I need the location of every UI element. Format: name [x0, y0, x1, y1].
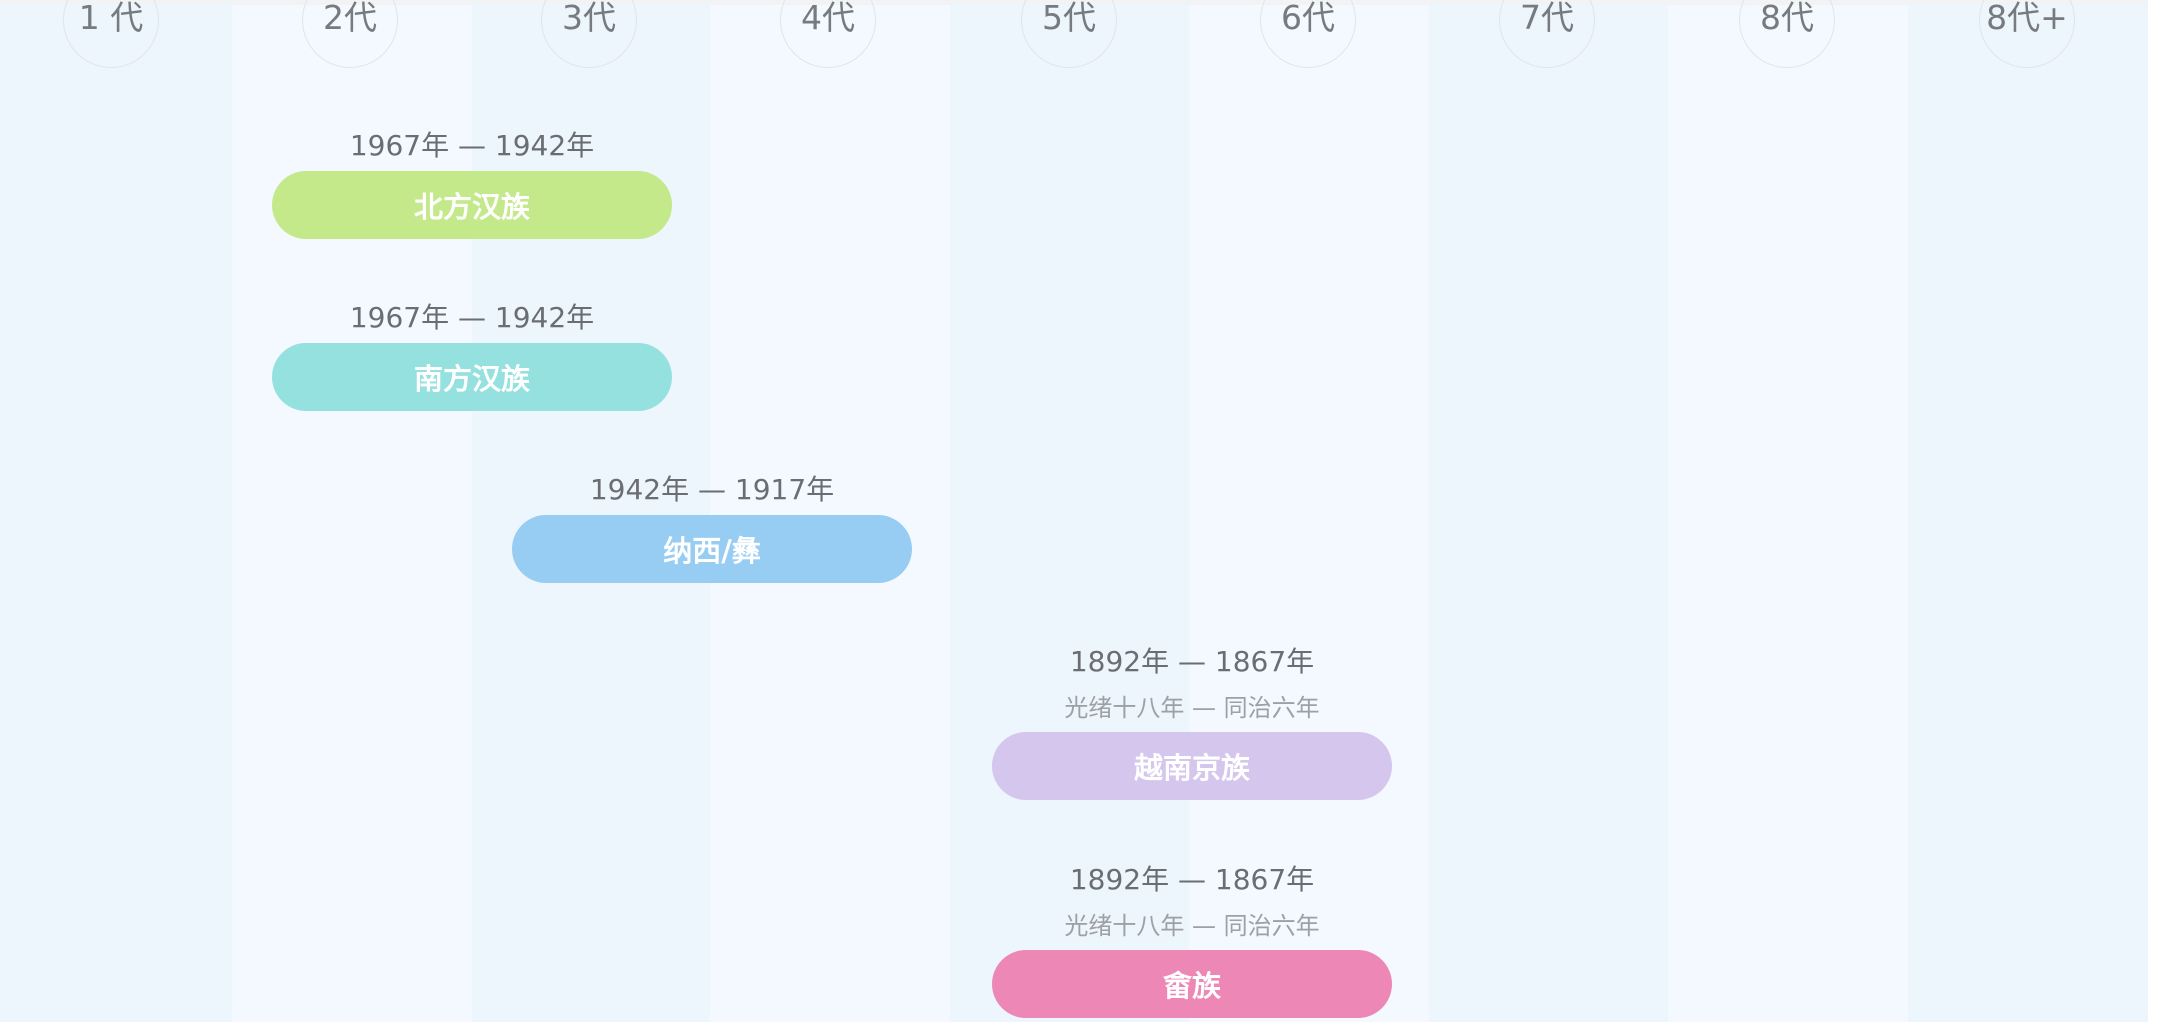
ethnicity-pill-naxi-yi[interactable]: 纳西/彝 — [512, 515, 912, 583]
ethnicity-pill-vietnam-kinh[interactable]: 越南京族 — [992, 732, 1392, 800]
generation-column-7: 7代 — [1429, 0, 1668, 1022]
year-range: 1892年 — 1867年 — [1069, 645, 1315, 678]
year-range: 1892年 — 1867年 — [1069, 863, 1315, 896]
generation-column-5: 5代 — [950, 0, 1189, 1022]
generation-marker-7: 7代 — [1499, 0, 1595, 68]
timeline-entry: 1967年 — 1942年 南方汉族 — [272, 296, 672, 411]
generation-marker-2: 2代 — [302, 0, 398, 68]
timeline-entry: 1892年 — 1867年 光绪十八年 — 同治六年 畲族 — [992, 858, 1392, 1018]
generation-marker-8: 8代 — [1739, 0, 1835, 68]
generation-marker-8-plus: 8代+ — [1979, 0, 2075, 68]
generation-marker-3: 3代 — [541, 0, 637, 68]
year-range: 1942年 — 1917年 — [589, 473, 835, 506]
ethnicity-pill-she[interactable]: 畲族 — [992, 950, 1392, 1018]
generation-column-6: 6代 — [1189, 0, 1429, 1022]
generation-marker-4: 4代 — [780, 0, 876, 68]
ethnicity-pill-south-han[interactable]: 南方汉族 — [272, 343, 672, 411]
generation-column-1: 1 代 — [0, 0, 232, 1022]
generation-marker-6: 6代 — [1260, 0, 1356, 68]
generation-column-8: 8代 — [1668, 0, 1908, 1022]
generation-column-8-plus: 8代+ — [1908, 0, 2148, 1022]
timeline-entry: 1892年 — 1867年 光绪十八年 — 同治六年 越南京族 — [992, 640, 1392, 800]
generation-column-4: 4代 — [710, 0, 950, 1022]
timeline-entry: 1942年 — 1917年 纳西/彝 — [512, 468, 912, 583]
generation-marker-5: 5代 — [1021, 0, 1117, 68]
year-range: 1967年 — 1942年 — [349, 301, 595, 334]
generation-marker-1: 1 代 — [63, 0, 159, 68]
year-range: 1967年 — 1942年 — [349, 129, 595, 162]
reign-range: 光绪十八年 — 同治六年 — [1064, 912, 1320, 940]
timeline-entry: 1967年 — 1942年 北方汉族 — [272, 124, 672, 239]
reign-range: 光绪十八年 — 同治六年 — [1064, 694, 1320, 722]
ethnicity-pill-north-han[interactable]: 北方汉族 — [272, 171, 672, 239]
